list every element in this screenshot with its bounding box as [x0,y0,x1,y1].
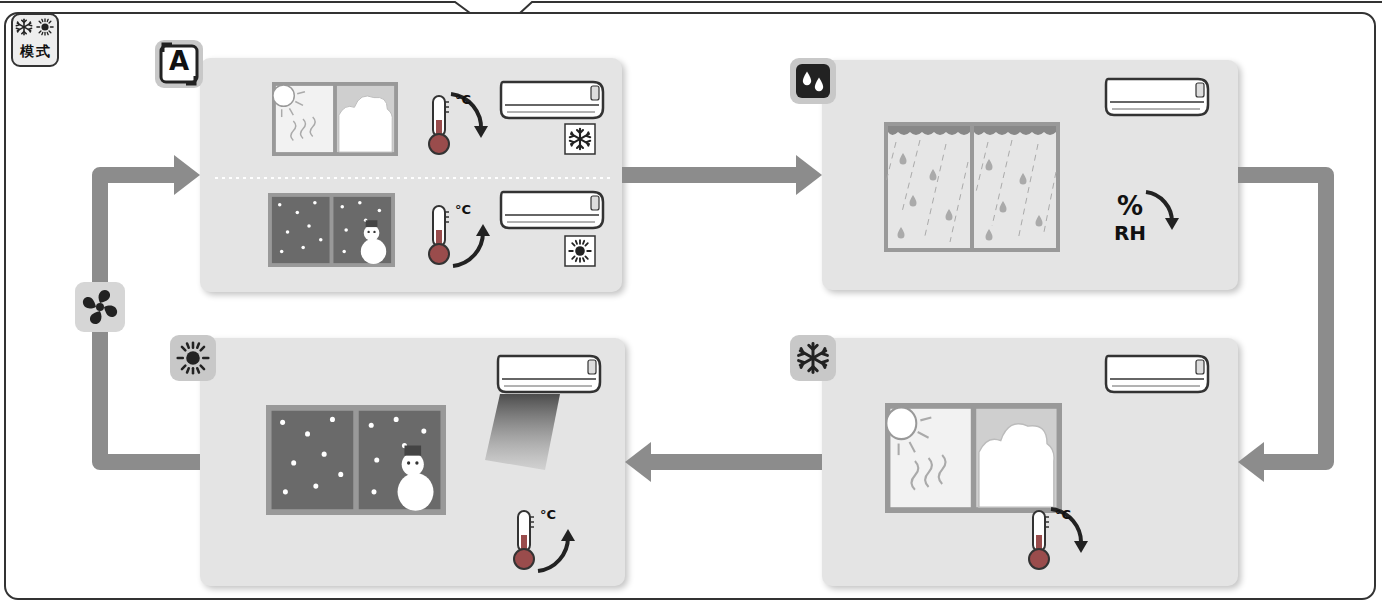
unit-label: °C [448,93,478,107]
mode-panel: °C [200,338,625,586]
mode-panel: %RH [822,60,1238,290]
mode-frame: 模式A°C°C%RH°C°C [4,12,1376,600]
unit-label: °C [448,203,478,217]
mode-panel: °C [822,338,1238,586]
unit-label: °C [533,508,563,522]
mode-panel: A°C°C [200,58,622,292]
unit-label: °C [1048,508,1078,522]
humidity-symbol: % [1112,192,1148,221]
humidity-unit: RH [1108,222,1152,244]
mode-label: 模式 [12,44,58,59]
mode-letter: A [155,47,203,76]
